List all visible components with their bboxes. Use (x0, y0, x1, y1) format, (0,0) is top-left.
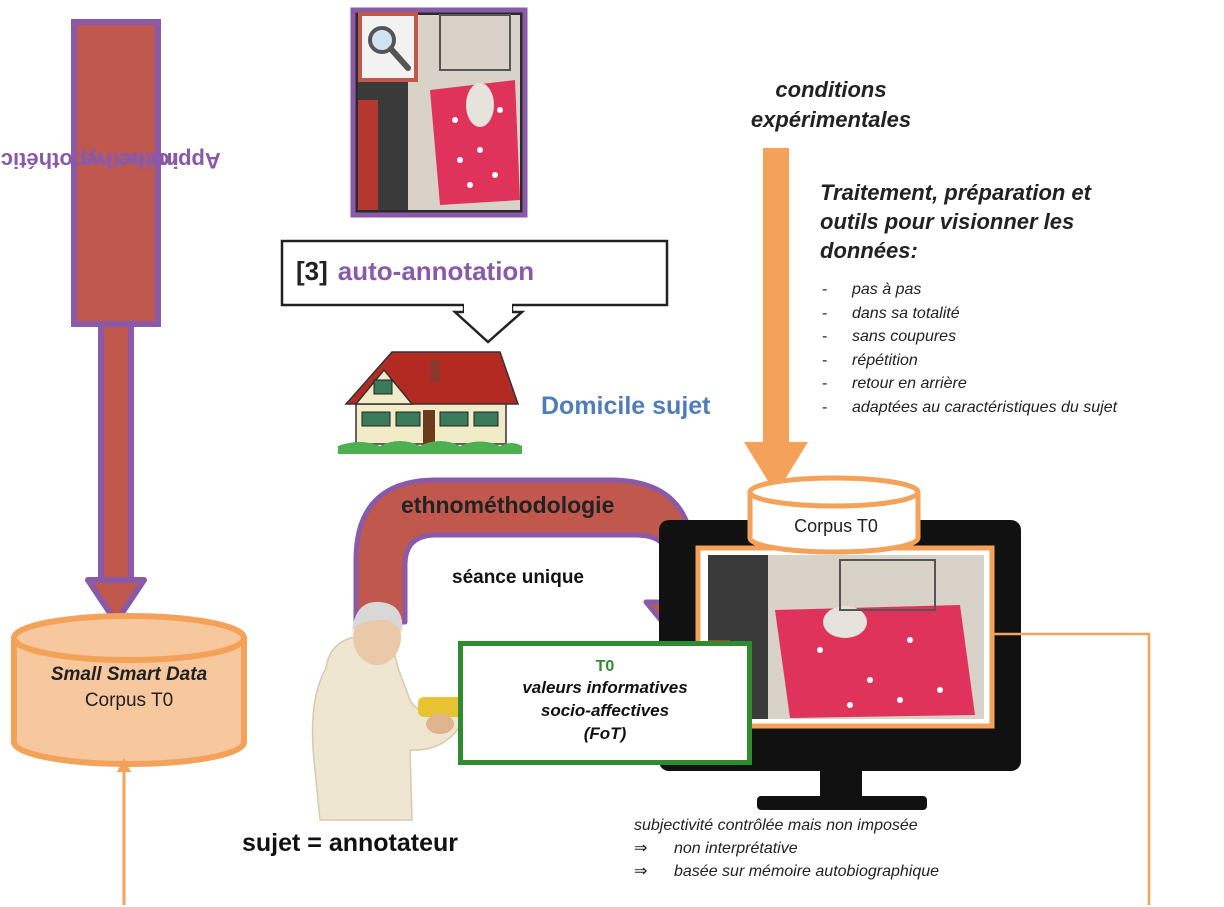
small-smart-data-text: Small Smart Data (50, 664, 208, 685)
subjectivity-line2: non interprétative (674, 840, 798, 857)
t0-line3: (FoT) (583, 724, 627, 743)
left-db-label: Small Smart Data Corpus T0 (14, 664, 244, 712)
corpus-t0-cylinder (747, 475, 921, 555)
traitement-line3: données: (820, 238, 918, 263)
conditions-label: conditions expérimentales (700, 75, 962, 135)
list-item: -retour en arrière (822, 375, 967, 392)
list-item: -dans sa totalité (822, 304, 960, 322)
implies-icon: ⇒ (634, 840, 648, 857)
seance-unique-label: séance unique (452, 567, 584, 588)
t0-values-box: T0 valeurs informatives socio-affectives… (458, 641, 752, 765)
approach-label-line2: inductive (81, 148, 179, 173)
t0-line2: socio-affectives (540, 701, 670, 720)
ethnomethodology-label: ethnométhodologie (401, 492, 615, 518)
step-number: [3] (296, 256, 328, 286)
list-item: -pas à pas (822, 281, 922, 298)
hypothetico-inductive-arrow (71, 19, 161, 625)
auto-annotation-text: auto-annotation (337, 256, 535, 286)
feedback-arrow-left (117, 758, 131, 905)
traitement-heading: Traitement, préparation et outils pour v… (820, 178, 1091, 265)
traitement-list: -pas à pas -dans sa totalité -sans coupu… (822, 278, 1117, 419)
small-smart-data-cylinder (11, 613, 247, 767)
conditions-line2: expérimentales (750, 107, 912, 132)
t0-line1: valeurs informatives (522, 678, 688, 697)
subjectivity-line1: subjectivité contrôlée mais non imposée (634, 817, 918, 834)
domicile-label: Domicile sujet (541, 392, 711, 420)
subjectivity-line3: basée sur mémoire autobiographique (674, 863, 940, 880)
approach-label: Approche hypothético- inductive (0, 20, 220, 300)
feedback-line-right (992, 632, 1151, 905)
subject-person (311, 601, 465, 821)
list-item: -sans coupures (822, 328, 957, 345)
traitement-line1: Traitement, préparation et (820, 180, 1091, 205)
sujet-annotateur-label: sujet = annotateur (242, 829, 459, 857)
conditions-line1: conditions (775, 77, 887, 102)
list-item: -répétition (822, 351, 918, 369)
auto-annotation-label: [3] auto-annotation (296, 256, 534, 287)
list-item: -adaptées au caractéristiques du sujet (822, 398, 1118, 416)
house-illustration (338, 351, 522, 454)
implies-icon: ⇒ (634, 863, 648, 880)
auto-annotation-callout (280, 239, 669, 344)
subjectivity-notes: subjectivité contrôlée mais non imposée … (634, 814, 939, 883)
corpus-t0-top-label: Corpus T0 (794, 516, 878, 536)
t0-title: T0 (595, 658, 615, 675)
bedroom-photo-top (350, 7, 528, 218)
conditions-arrow (744, 148, 808, 494)
traitement-line2: outils pour visionner les (820, 209, 1075, 234)
corpus-t0-left-text: Corpus T0 (84, 690, 174, 711)
